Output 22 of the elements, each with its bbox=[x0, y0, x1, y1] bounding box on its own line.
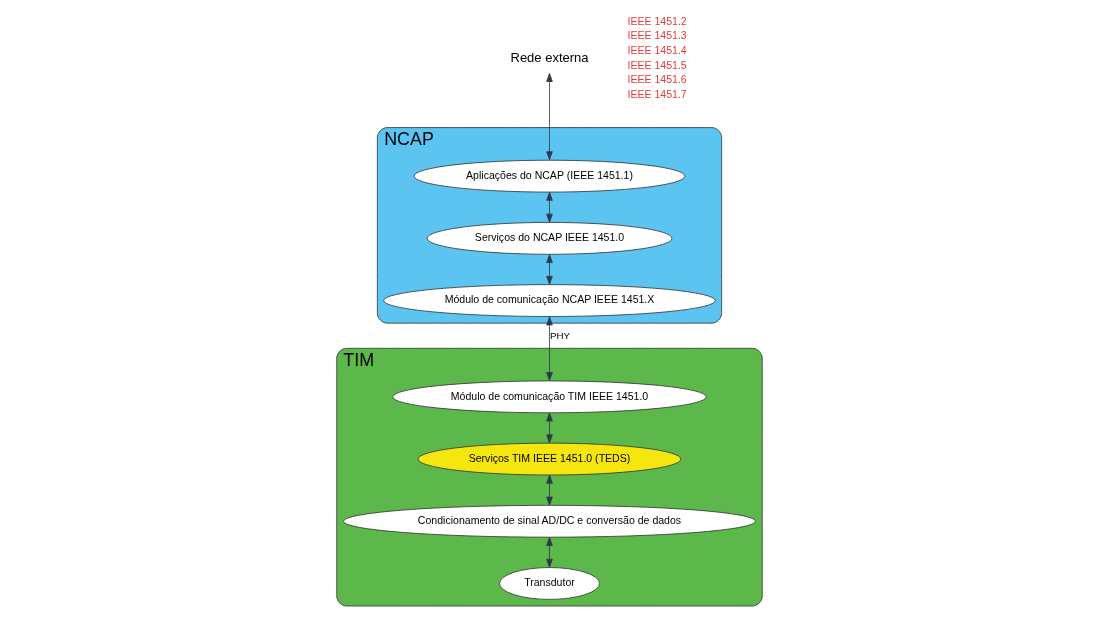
edge-label: PHY bbox=[550, 330, 571, 342]
node-ellipse: Serviços do NCAP IEEE 1451.0 bbox=[426, 222, 673, 255]
node-ellipse: Módulo de comunicação NCAP IEEE 1451.X bbox=[383, 284, 716, 317]
label: IEEE 1451.3 bbox=[627, 29, 687, 42]
arrow bbox=[546, 316, 553, 382]
node-ellipse: Condicionamento de sinal AD/DC e conversão de dados bbox=[343, 504, 756, 538]
arrow bbox=[546, 412, 553, 444]
node-text: Rede externa bbox=[510, 49, 589, 65]
node-ellipse: Serviços TIM IEEE 1451.0 (TEDS) bbox=[417, 442, 682, 476]
label: IEEE 1451.7 bbox=[627, 87, 687, 100]
arrow bbox=[546, 254, 553, 285]
arrow bbox=[546, 474, 553, 506]
arrow bbox=[546, 536, 553, 568]
label: IEEE 1451.5 bbox=[627, 58, 687, 71]
node-ellipse: Transdutor bbox=[499, 567, 600, 600]
arrow bbox=[546, 72, 553, 161]
label: IEEE 1451.6 bbox=[627, 73, 687, 86]
node-ellipse: Aplicações do NCAP (IEEE 1451.1) bbox=[413, 159, 686, 193]
node-ellipse: Módulo de comunicação TIM IEEE 1451.0 bbox=[392, 380, 707, 414]
label: IEEE 1451.2 bbox=[627, 14, 687, 27]
label: IEEE 1451.4 bbox=[627, 44, 687, 57]
arrow bbox=[546, 191, 553, 223]
